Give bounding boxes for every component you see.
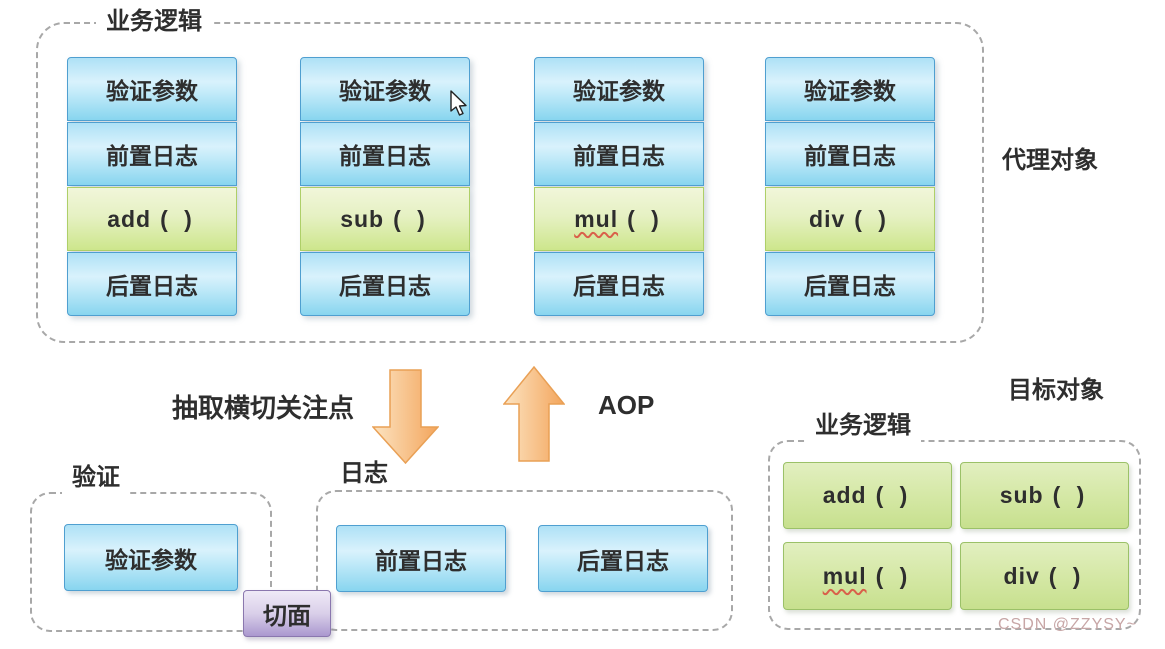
method-name: add (107, 205, 152, 232)
validation-aspect-container (30, 492, 272, 632)
method-name: mul (574, 205, 619, 232)
method-parens: ( ) (1052, 482, 1090, 508)
extract-crosscut-label: 抽取横切关注点 (172, 393, 355, 423)
pre-log-cell: 前置日志 (534, 122, 704, 186)
target-method-sub: sub ( ) (960, 462, 1129, 529)
validate-params-box: 验证参数 (64, 524, 238, 591)
log-aspect-container (316, 490, 733, 631)
pre-log-cell: 前置日志 (300, 122, 470, 186)
proxy-group-label: 业务逻辑 (96, 6, 212, 38)
proxy-method-stack-div: 验证参数 前置日志 div ( ) 后置日志 (765, 57, 935, 316)
up-arrow-icon (503, 366, 565, 462)
method-cell-sub: sub ( ) (300, 187, 470, 251)
aop-label: AOP (598, 390, 655, 420)
method-parens: ( ) (627, 205, 664, 232)
post-log-cell: 后置日志 (300, 252, 470, 316)
method-parens: ( ) (393, 205, 430, 232)
aspect-tag: 切面 (243, 590, 331, 637)
target-group-label: 业务逻辑 (805, 410, 921, 442)
method-parens: ( ) (875, 482, 913, 508)
post-log-cell: 后置日志 (67, 252, 237, 316)
method-name: div (809, 205, 846, 232)
pre-log-box: 前置日志 (336, 525, 506, 592)
validate-params-cell: 验证参数 (300, 57, 470, 121)
method-cell-add: add ( ) (67, 187, 237, 251)
log-group-label: 日志 (330, 458, 398, 490)
method-parens: ( ) (1048, 562, 1086, 589)
target-method-div: div ( ) (960, 542, 1129, 610)
method-cell-mul: mul ( ) (534, 187, 704, 251)
validate-params-cell: 验证参数 (67, 57, 237, 121)
target-method-mul: mul ( ) (783, 542, 952, 610)
method-name: div (1003, 562, 1040, 589)
method-name: add (822, 482, 867, 508)
proxy-method-stack-sub: 验证参数 前置日志 sub ( ) 后置日志 (300, 57, 470, 316)
post-log-cell: 后置日志 (534, 252, 704, 316)
method-name: sub (999, 482, 1044, 508)
pre-log-cell: 前置日志 (67, 122, 237, 186)
method-parens: ( ) (875, 562, 913, 589)
method-name: sub (340, 205, 385, 232)
target-method-add: add ( ) (783, 462, 952, 529)
target-container (768, 440, 1141, 630)
mouse-cursor-icon (450, 90, 467, 116)
down-arrow-icon (372, 369, 439, 465)
post-log-box: 后置日志 (538, 525, 708, 592)
proxy-method-stack-add: 验证参数 前置日志 add ( ) 后置日志 (67, 57, 237, 316)
validation-group-label: 验证 (62, 462, 130, 494)
method-parens: ( ) (160, 205, 197, 232)
validate-params-cell: 验证参数 (534, 57, 704, 121)
validate-params-cell: 验证参数 (765, 57, 935, 121)
proxy-object-label: 代理对象 (1002, 147, 1098, 174)
watermark-text: CSDN @ZZYSY~ (998, 616, 1137, 633)
post-log-cell: 后置日志 (765, 252, 935, 316)
proxy-object-container: 业务逻辑 验证参数 前置日志 add ( ) 后置日志 验证参数 前置日志 su… (36, 6, 984, 343)
method-parens: ( ) (854, 205, 891, 232)
method-name: mul (822, 562, 867, 589)
target-object-label: 目标对象 (1008, 377, 1104, 404)
method-cell-div: div ( ) (765, 187, 935, 251)
pre-log-cell: 前置日志 (765, 122, 935, 186)
proxy-method-stack-mul: 验证参数 前置日志 mul ( ) 后置日志 (534, 57, 704, 316)
